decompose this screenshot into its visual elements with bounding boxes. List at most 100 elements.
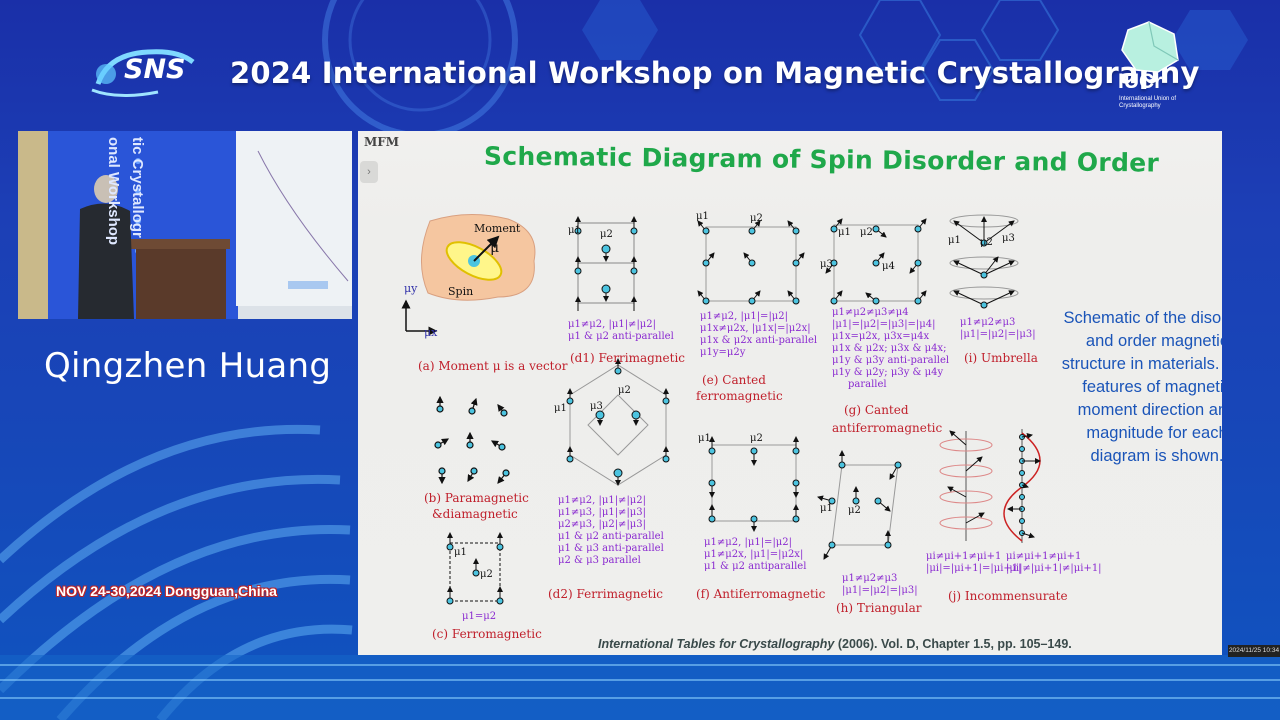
d2-condition-4: μ1 & μ2 anti-parallel [558,531,664,542]
g-condition-7: parallel [848,379,887,390]
h-label-mu1: μ1 [820,503,833,514]
panel-d1-ferrimagnetic [574,216,638,311]
c-label-mu1: μ1 [454,547,467,558]
caption-b-line2: &diamagnetic [432,507,518,521]
d1-label-mu2: μ2 [600,229,613,240]
spin-label: Spin [448,285,474,298]
j-condition-4: |μi|≠|μi+1|≠|μi+1| [1006,563,1102,574]
e-condition-4: μ1y=μ2y [700,347,746,358]
video-banner-text-2: tic Crystallogr [129,137,146,238]
iucr-logo-text: IUCr [1118,70,1163,93]
panel-j-incommensurate [939,429,1041,543]
d2-label-mu1: μ1 [554,403,567,414]
caption-j: (j) Incommensurate [948,589,1068,603]
f-label-mu1: μ1 [698,433,711,444]
i-label-mu2: μ2 [980,237,993,248]
e-condition-3: μ1x & μ2x anti-parallel [700,335,818,346]
panel-i-umbrella [949,214,1019,309]
caption-d1: (d1) Ferrimagnetic [570,351,686,365]
g-label-mu4: μ4 [882,261,895,272]
iucr-logo-subtext: International Union of Crystallography [1119,96,1177,109]
g-label-mu1: μ1 [838,227,851,238]
panel-f-antiferromagnetic [708,436,800,532]
f-condition-1: μ1≠μ2, |μ1|=|μ2| [704,537,793,548]
caption-a: (a) Moment μ is a vector [418,359,568,373]
panel-g-canted-antiferromagnetic [825,218,927,305]
caption-c: (c) Ferromagnetic [432,627,542,641]
d1-label-mu1: μ1 [568,225,581,236]
g-condition-5: μ1y & μ3y anti-parallel [832,355,950,366]
j-condition-1: μi≠μi+1≠μi+1 [926,551,1002,562]
g-condition-1: μ1≠μ2≠μ3≠μ4 [832,307,909,318]
speaker-name: Qingzhen Huang [44,346,332,386]
caption-i: (i) Umbrella [964,351,1038,365]
chevron-right-icon: › [367,166,371,178]
g-condition-2: |μ1|=|μ2|=|μ3|=|μ4| [832,319,936,330]
video-timestamp: 2024/11/25 10:34 [1228,645,1280,657]
slide-nav-button[interactable]: › [360,161,378,183]
j-condition-2: |μi|=|μi+1|=|μi+1| [926,563,1022,574]
d2-condition-3: μ2≠μ3, |μ2|≠|μ3| [558,519,647,530]
e-condition-1: μ1≠μ2, |μ1|=|μ2| [700,311,789,322]
panel-h-triangular [817,450,902,560]
slide-description: Schematic of the disorder and order magn… [1061,309,1222,465]
panel-d2-ferrimagnetic [566,358,670,486]
e-condition-2: μ1x≠μ2x, |μ1x|=|μ2x| [700,323,811,334]
sns-logo-icon [91,49,195,98]
h-condition-1: μ1≠μ2≠μ3 [842,573,898,584]
workshop-title: 2024 International Workshop on Magnetic … [230,56,1200,90]
f-label-mu2: μ2 [750,433,763,444]
g-condition-6: μ1y & μ2y; μ3y & μ4y [832,367,944,378]
caption-g-line2: antiferromagnetic [832,421,943,435]
video-banner-text-1: onal Workshop [105,137,122,246]
mu-label: μ [490,240,500,256]
i-label-mu3: μ3 [1002,233,1015,244]
sns-logo-text: SNS [124,54,186,85]
iucr-logo-icon [1121,21,1179,73]
g-label-mu2: μ2 [860,227,873,238]
c-condition: μ1=μ2 [462,611,497,622]
d2-condition-6: μ2 & μ3 parallel [558,555,641,566]
panel-c-ferromagnetic [446,532,504,605]
event-date-location: NOV 24-30,2024 Dongguan,China [56,583,277,599]
g-condition-4: μ1x & μ2x; μ3x & μ4x; [832,343,947,354]
slide-reference: International Tables for Crystallography… [598,637,1072,651]
reference-title: International Tables for Crystallography [598,637,835,651]
caption-g-line1: (g) Canted [844,403,909,417]
panel-a-moment-vector [401,213,536,336]
d2-condition-5: μ1 & μ3 anti-parallel [558,543,664,554]
h-label-mu2: μ2 [848,505,861,516]
d1-condition-1: μ1≠μ2, |μ1|≠|μ2| [568,319,657,330]
g-label-mu3: μ3 [820,259,833,270]
d2-condition-1: μ1≠μ2, |μ1|≠|μ2| [558,495,647,506]
slide-title: Schematic Diagram of Spin Disorder and O… [483,141,1160,178]
reference-details: (2006). Vol. D, Chapter 1.5, pp. 105–149… [834,637,1072,651]
i-condition-2: |μ1|=|μ2|=|μ3| [960,329,1036,340]
caption-f: (f) Antiferromagnetic [696,587,826,601]
h-condition-2: |μ1|=|μ2|=|μ3| [842,585,918,596]
e-label-mu1: μ1 [696,211,709,222]
slide-corner-label: MFM [364,135,400,149]
panel-b-paramagnetic [434,395,510,485]
caption-e-line1: (e) Canted [702,373,766,387]
video-frame [18,131,352,319]
panel-e-canted-ferromagnetic [697,220,805,305]
caption-h: (h) Triangular [836,601,922,615]
caption-b-line1: (b) Paramagnetic [424,491,529,505]
g-condition-3: μ1x=μ2x, μ3x=μ4x [832,331,930,342]
axis-x-label: μx [424,326,438,339]
e-label-mu2: μ2 [750,213,763,224]
speaker-video: onal Workshop tic Crystallogr [18,131,352,319]
j-condition-3: μi≠μi+1≠μi+1 [1006,551,1082,562]
presentation-slide: MFM › Schematic Diagram of Spin Disorder… [358,131,1222,655]
d1-condition-2: μ1 & μ2 anti-parallel [568,331,674,342]
f-condition-3: μ1 & μ2 antiparallel [704,561,807,572]
d2-label-mu3: μ3 [590,401,603,412]
moment-label: Moment [474,222,521,235]
caption-e-line2: ferromagnetic [696,389,783,403]
spin-diagrams [401,213,1041,605]
caption-d2: (d2) Ferrimagnetic [548,587,664,601]
f-condition-2: μ1≠μ2x, |μ1|=|μ2x| [704,549,804,560]
header: SNS 2024 International Workshop on Magne… [0,0,1280,130]
axis-y-label: μy [404,282,418,295]
